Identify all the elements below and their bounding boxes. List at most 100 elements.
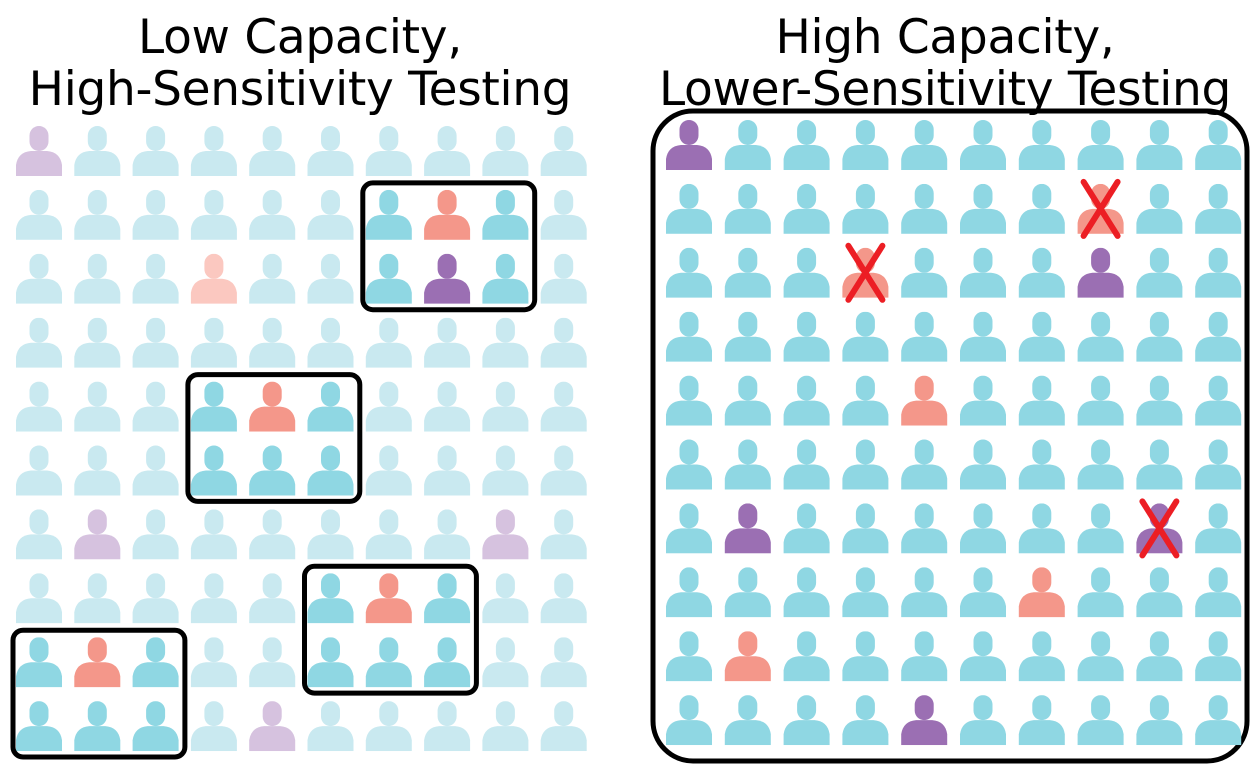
person-negative-icon xyxy=(960,311,1006,362)
person-negative-icon xyxy=(783,247,830,298)
person-negative-icon xyxy=(842,503,889,554)
person-negative-icon xyxy=(190,573,237,624)
person-negative-icon xyxy=(190,509,237,560)
missed-case-x-icon xyxy=(845,242,886,303)
person-negative-icon xyxy=(960,375,1006,426)
person-negative-icon xyxy=(842,439,889,490)
person-negative-icon xyxy=(482,573,529,624)
person-negative-icon xyxy=(540,317,587,368)
person-tested-negative-icon xyxy=(307,445,354,496)
person-negative-icon xyxy=(1018,439,1065,490)
person-negative-icon xyxy=(783,311,830,362)
person-negative-icon xyxy=(540,701,587,752)
person-negative-icon xyxy=(307,253,354,304)
person-negative-icon xyxy=(724,120,771,170)
person-negative-icon xyxy=(424,317,471,368)
person-tested-positive-icon xyxy=(365,573,412,624)
person-negative-icon xyxy=(74,381,121,432)
person-negative-icon xyxy=(365,317,412,368)
person-negative-icon xyxy=(901,631,948,682)
person-negative-icon xyxy=(842,311,889,362)
person-tested-negative-icon xyxy=(190,381,237,432)
person-negative-icon xyxy=(1136,375,1183,426)
person-tested-positive-icon xyxy=(249,381,296,432)
person-negative-icon xyxy=(132,189,179,240)
person-negative-icon xyxy=(783,631,830,682)
person-tested-negative-icon xyxy=(365,253,412,304)
person-negative-icon xyxy=(1018,183,1065,234)
person-tested-negative-icon xyxy=(132,637,179,688)
person-negative-icon xyxy=(842,631,889,682)
person-tested-negative-icon xyxy=(424,573,471,624)
person-negative-icon xyxy=(365,701,412,752)
pooled-test-box xyxy=(10,627,188,760)
person-negative-icon xyxy=(1195,503,1242,554)
person-positive-icon xyxy=(724,631,771,682)
person-negative-icon xyxy=(724,311,771,362)
person-negative-icon xyxy=(666,247,712,298)
person-negative-icon xyxy=(307,509,354,560)
person-negative-icon xyxy=(482,445,529,496)
person-negative-icon xyxy=(1195,567,1242,618)
person-negative-icon xyxy=(1077,631,1124,682)
person-positive-icon xyxy=(190,253,237,304)
person-tested-negative-icon xyxy=(365,189,412,240)
person-negative-icon xyxy=(842,183,889,234)
person-negative-icon xyxy=(901,311,948,362)
person-negative-icon xyxy=(190,317,237,368)
person-negative-icon xyxy=(1018,503,1065,554)
person-negative-icon xyxy=(74,445,121,496)
person-negative-icon xyxy=(365,509,412,560)
person-negative-icon xyxy=(424,445,471,496)
person-negative-icon xyxy=(307,701,354,752)
person-negative-icon xyxy=(666,311,712,362)
person-negative-icon xyxy=(365,445,412,496)
person-tested-positive-icon xyxy=(424,189,471,240)
person-negative-icon xyxy=(901,503,948,554)
right-population-grid xyxy=(666,120,1242,746)
person-negative-icon xyxy=(482,317,529,368)
person-tested-negative-icon xyxy=(365,637,412,688)
person-negative-icon xyxy=(1195,183,1242,234)
person-negative-icon xyxy=(1195,311,1242,362)
person-negative-icon xyxy=(724,247,771,298)
person-negative-icon xyxy=(16,253,62,304)
person-negative-icon xyxy=(901,120,948,170)
person-negative-icon xyxy=(1018,247,1065,298)
person-negative-icon xyxy=(1077,567,1124,618)
person-negative-icon xyxy=(666,375,712,426)
person-negative-icon xyxy=(16,317,62,368)
person-tested-negative-icon xyxy=(482,253,529,304)
left-panel-title: Low Capacity, High-Sensitivity Testing xyxy=(0,12,600,116)
person-negative-icon xyxy=(1136,183,1183,234)
person-negative-icon xyxy=(1077,311,1124,362)
person-negative-icon xyxy=(1018,375,1065,426)
person-negative-icon xyxy=(1136,567,1183,618)
left-title-line-1: Low Capacity, xyxy=(138,10,462,65)
person-negative-icon xyxy=(132,317,179,368)
person-negative-icon xyxy=(482,381,529,432)
person-recovered-icon xyxy=(901,695,948,746)
right-panel-title: High Capacity, Lower-Sensitivity Testing xyxy=(640,12,1250,116)
person-negative-icon xyxy=(1195,439,1242,490)
person-negative-icon xyxy=(783,183,830,234)
person-negative-icon xyxy=(16,509,62,560)
person-negative-icon xyxy=(249,189,296,240)
person-negative-icon xyxy=(1077,503,1124,554)
person-negative-icon xyxy=(16,573,62,624)
person-negative-icon xyxy=(666,631,712,682)
person-negative-icon xyxy=(666,503,712,554)
person-negative-icon xyxy=(1195,695,1242,746)
pooled-test-box xyxy=(360,180,538,313)
person-negative-icon xyxy=(74,126,121,176)
person-tested-negative-icon xyxy=(16,701,62,752)
person-negative-icon xyxy=(960,503,1006,554)
person-negative-icon xyxy=(842,375,889,426)
person-negative-icon xyxy=(1136,695,1183,746)
person-negative-icon xyxy=(132,126,179,176)
person-negative-icon xyxy=(540,573,587,624)
person-negative-icon xyxy=(783,120,830,170)
person-negative-icon xyxy=(540,253,587,304)
person-negative-icon xyxy=(540,637,587,688)
